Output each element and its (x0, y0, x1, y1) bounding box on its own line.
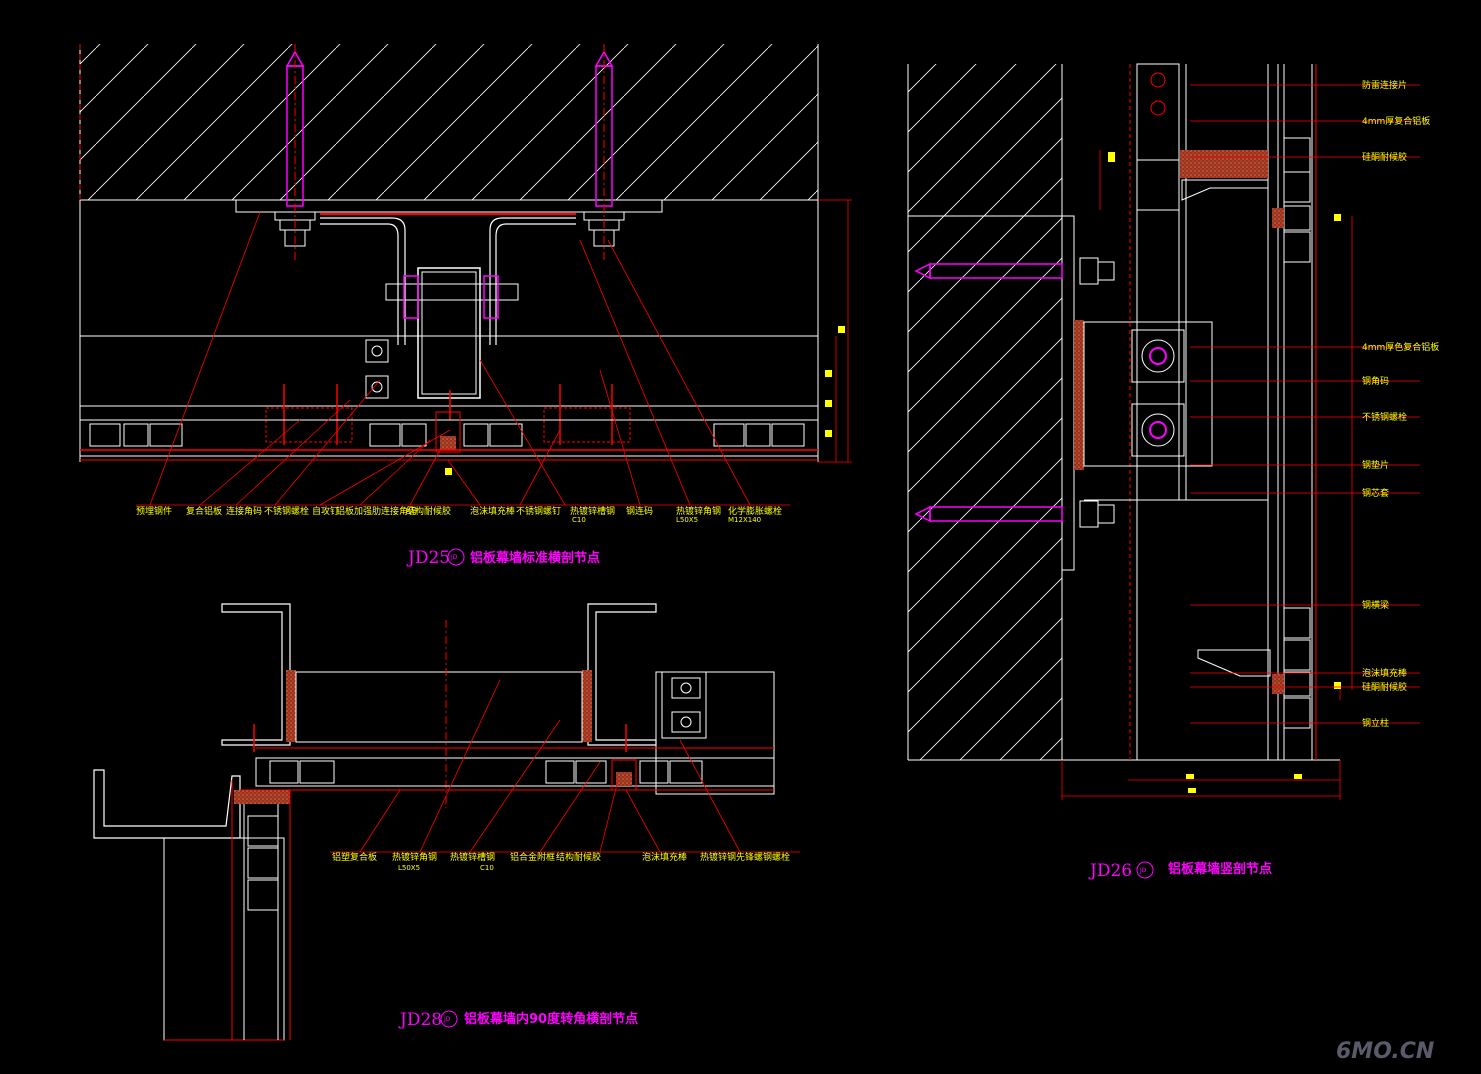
jd26-label-3: 4mm厚色复合铝板 (1362, 341, 1439, 353)
jd25-label-5: 铝板加强肋连接角码 (336, 505, 417, 517)
jd25-label-2: 连接角码 (226, 505, 262, 517)
jd25-label-3: 不锈钢螺栓 (264, 505, 309, 517)
jd25-circle-text: JD (450, 554, 458, 561)
jd25-sublabel-c10: C10 (572, 516, 586, 524)
jd28-label-1: 热镀锌角钢 (392, 851, 437, 863)
jd25-label-0: 预埋钢件 (136, 505, 172, 517)
jd25-label-8: 不锈钢螺钉 (516, 505, 561, 517)
jd26-label-11: 钢立柱 (1362, 717, 1389, 729)
jd26-anchor-top (914, 257, 1115, 285)
jd26-circle-text: JD (1139, 867, 1147, 874)
jd26-label-10: 硅酮耐候胶 (1362, 681, 1407, 693)
nut-pair (365, 339, 389, 399)
jd26-label-4: 钢角码 (1362, 375, 1389, 387)
jd26-label-0: 防雷连接片 (1362, 79, 1407, 91)
jd25-code: JD25 (406, 548, 450, 568)
jd26-anchor-bottom (914, 500, 1115, 528)
jd25-sublabel-m: M12X140 (728, 516, 761, 524)
jd28-sublabel-c: C10 (480, 864, 494, 872)
jd26-label-9: 泡沫填充棒 (1362, 667, 1407, 679)
jd25-circle (447, 548, 465, 566)
jd25-label-6: 结构耐候胶 (406, 505, 451, 517)
jd28-circle (440, 1010, 458, 1028)
jd26-label-5: 不锈钢螺栓 (1362, 411, 1407, 423)
jd26-concrete-lower (908, 216, 1062, 760)
jd25-labels: 预埋钢件 复合铝板连接角码不锈钢螺栓自攻钉铝板加强肋连接角码结构耐候胶 泡沫填充棒不… (136, 505, 782, 517)
jd25-title: 铝板幕墙标准横剖节点 (470, 550, 600, 566)
jd26-circle (1136, 861, 1154, 879)
jd28-labels: 铝塑复合板 热镀锌角钢 热镀锌槽钢 铝合金附框结构耐候胶 泡沫填充棒 热镀锌钢先锋螺钢螺栓 (332, 851, 790, 863)
jd26-title: 铝板幕墙竖剖节点 (1168, 861, 1272, 877)
jd28-label-2: 热镀锌槽钢 (450, 851, 495, 863)
jd26-code: JD26 (1088, 861, 1132, 881)
jd28-code: JD28 (398, 1010, 442, 1030)
jd25-label-1: 复合铝板 (186, 505, 222, 517)
jd25-label-10: 钢连码 (626, 505, 653, 517)
jd26-label-8: 钢横梁 (1362, 599, 1389, 611)
jd26-label-7: 钢芯套 (1362, 487, 1389, 499)
jd25-label-4: 自攻钉 (312, 505, 339, 517)
jd26-concrete-upper (908, 64, 1062, 216)
jd26-label-1: 4mm厚复合铝板 (1362, 115, 1430, 127)
jd28-detail: 铝塑复合板 热镀锌角钢 热镀锌槽钢 铝合金附框结构耐候胶 泡沫填充棒 热镀锌钢先锋螺钢螺栓… (93, 603, 800, 1041)
jd25-concrete (80, 44, 818, 200)
jd25-label-12: 化学膨胀螺栓 (728, 505, 782, 517)
watermark: 6MO.CN (1336, 1039, 1434, 1064)
jd25-label-11: 热镀锌角钢 (676, 505, 721, 517)
jd25-label-9: 热镀锌槽钢 (570, 505, 615, 517)
jd28-title: 铝板幕墙内90度转角横剖节点 (464, 1011, 638, 1027)
jd28-label-5: 泡沫填充棒 (642, 851, 687, 863)
jd28-label-4: 结构耐候胶 (556, 851, 601, 863)
jd28-label-6: 热镀锌钢先锋螺钢螺栓 (700, 851, 790, 863)
jd28-circle-text: JD (443, 1016, 451, 1023)
jd25-sublabel-l: L50X5 (676, 516, 698, 524)
jd28-sublabel-l: L50X5 (398, 864, 420, 872)
jd26-label-6: 钢垫片 (1362, 459, 1389, 471)
jd25-label-7: 泡沫填充棒 (470, 505, 515, 517)
jd26-label-2: 硅酮耐候胶 (1362, 151, 1407, 163)
jd28-label-3: 铝合金附框 (510, 851, 555, 863)
jd28-label-0: 铝塑复合板 (332, 851, 377, 863)
